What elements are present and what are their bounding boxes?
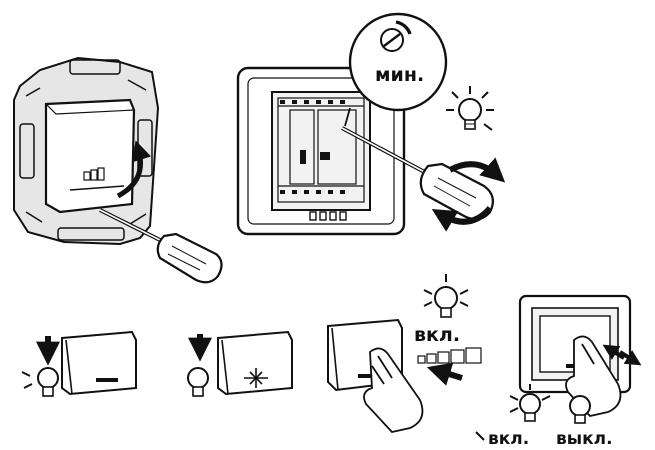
level-steps-icon <box>418 348 481 363</box>
lightbulb-icon <box>570 396 590 423</box>
lightbulb-icon <box>424 274 468 317</box>
push-arrow-icon <box>436 370 462 378</box>
label-on: вкл. <box>414 326 460 345</box>
screwdriver-icon <box>100 210 222 282</box>
label-on-bottom: вкл. <box>488 431 529 448</box>
switch-side-view <box>218 332 292 394</box>
label-off-bottom: выкл. <box>556 431 613 448</box>
frame-adjust-panel <box>238 14 498 234</box>
step-push-off-panel <box>22 332 136 396</box>
hand-icon <box>364 348 422 432</box>
step-hand-on-panel <box>328 274 481 432</box>
zoom-circle <box>350 14 446 110</box>
lightbulb-icon <box>22 368 58 396</box>
lightbulb-icon <box>188 368 208 396</box>
switch-insert-panel <box>14 58 222 282</box>
lightbulb-icon <box>446 86 494 130</box>
label-min: мин. <box>375 66 424 85</box>
step-frame-onoff-panel <box>476 296 636 440</box>
step-push-led-panel <box>188 332 292 396</box>
switch-side-view <box>62 332 136 394</box>
